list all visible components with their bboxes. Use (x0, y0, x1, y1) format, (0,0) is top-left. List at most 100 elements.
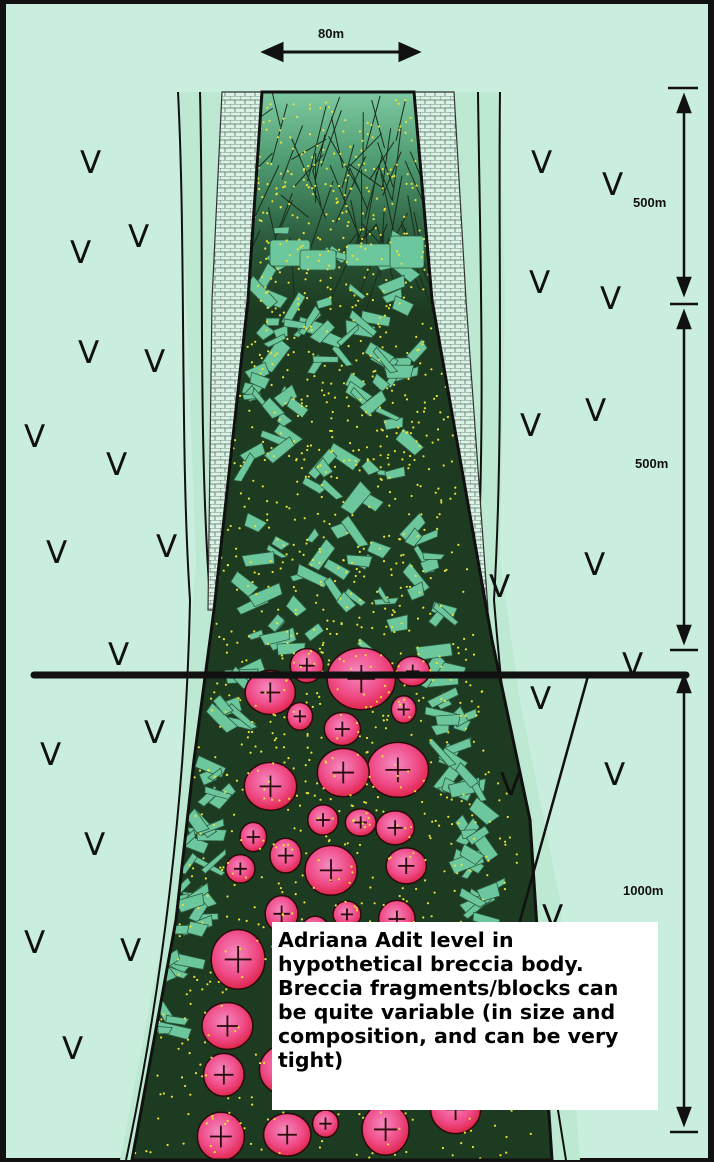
matrix-dot (422, 251, 424, 253)
matrix-dot (408, 464, 410, 466)
matrix-dot (322, 609, 324, 611)
matrix-dot (452, 434, 454, 436)
matrix-dot (301, 918, 303, 920)
middle-depth-label: 500m (635, 457, 668, 470)
matrix-dot (330, 879, 332, 881)
matrix-dot (301, 452, 303, 454)
matrix-dot (419, 362, 421, 364)
matrix-dot (376, 198, 378, 200)
matrix-dot (408, 513, 410, 515)
matrix-dot (430, 577, 432, 579)
matrix-dot (242, 789, 244, 791)
matrix-dot (306, 272, 308, 274)
matrix-dot (369, 355, 371, 357)
matrix-dot (261, 876, 263, 878)
matrix-dot (181, 1042, 183, 1044)
matrix-dot (303, 232, 305, 234)
matrix-dot (417, 647, 419, 649)
matrix-dot (283, 689, 285, 691)
matrix-dot (238, 918, 240, 920)
matrix-dot (287, 809, 289, 811)
matrix-dot (160, 1036, 162, 1038)
matrix-dot (305, 405, 307, 407)
matrix-dot (282, 118, 284, 120)
matrix-dot (268, 781, 270, 783)
matrix-dot (394, 611, 396, 613)
matrix-dot (313, 164, 315, 166)
matrix-dot (371, 742, 373, 744)
matrix-dot (319, 107, 321, 109)
matrix-dot (272, 762, 274, 764)
matrix-dot (307, 747, 309, 749)
matrix-dot (149, 1151, 151, 1153)
matrix-dot (270, 163, 272, 165)
matrix-dot (374, 902, 376, 904)
matrix-dot (417, 618, 419, 620)
matrix-dot (371, 627, 373, 629)
matrix-dot (371, 1152, 373, 1154)
matrix-dot (267, 1118, 269, 1120)
matrix-dot (450, 679, 452, 681)
matrix-dot (282, 1111, 284, 1113)
matrix-dot (329, 523, 331, 525)
matrix-dot (371, 602, 373, 604)
matrix-dot (266, 513, 268, 515)
matrix-dot (261, 610, 263, 612)
matrix-dot (253, 630, 255, 632)
matrix-dot (252, 581, 254, 583)
matrix-dot (310, 564, 312, 566)
matrix-dot (436, 395, 438, 397)
matrix-dot (358, 1113, 360, 1115)
matrix-dot (451, 460, 453, 462)
matrix-dot (279, 243, 281, 245)
matrix-dot (306, 379, 308, 381)
matrix-dot (248, 498, 250, 500)
matrix-dot (257, 182, 259, 184)
matrix-dot (363, 163, 365, 165)
matrix-dot (385, 279, 387, 281)
matrix-dot (322, 642, 324, 644)
matrix-dot (287, 642, 289, 644)
volcanic-symbol: V (84, 830, 105, 861)
volcanic-symbol: V (62, 1034, 83, 1065)
matrix-dot (295, 613, 297, 615)
matrix-dot (339, 597, 341, 599)
matrix-dot (266, 500, 268, 502)
matrix-dot (251, 731, 253, 733)
matrix-dot (391, 614, 393, 616)
matrix-dot (452, 1154, 454, 1156)
matrix-dot (251, 1096, 253, 1098)
volcanic-symbol: V (70, 238, 91, 269)
matrix-dot (359, 599, 361, 601)
matrix-dot (160, 1018, 162, 1020)
volcanic-symbol: V (144, 718, 165, 749)
matrix-dot (295, 590, 297, 592)
matrix-dot (210, 1057, 212, 1059)
matrix-dot (346, 205, 348, 207)
matrix-dot (320, 737, 322, 739)
volcanic-symbol: V (500, 770, 521, 801)
matrix-dot (303, 554, 305, 556)
matrix-dot (213, 691, 215, 693)
matrix-dot (332, 220, 334, 222)
clast (197, 1112, 244, 1160)
matrix-dot (370, 706, 372, 708)
matrix-dot (396, 250, 398, 252)
matrix-dot (293, 337, 295, 339)
matrix-dot (424, 813, 426, 815)
matrix-dot (240, 1122, 242, 1124)
matrix-dot (239, 527, 241, 529)
matrix-dot (346, 606, 348, 608)
matrix-dot (454, 865, 456, 867)
matrix-dot (338, 218, 340, 220)
matrix-dot (345, 210, 347, 212)
matrix-dot (319, 562, 321, 564)
matrix-dot (400, 587, 402, 589)
matrix-dot (189, 864, 191, 866)
clast (324, 713, 360, 746)
matrix-dot (306, 539, 308, 541)
matrix-dot (266, 240, 268, 242)
matrix-dot (342, 130, 344, 132)
matrix-dot (297, 298, 299, 300)
matrix-dot (411, 565, 413, 567)
